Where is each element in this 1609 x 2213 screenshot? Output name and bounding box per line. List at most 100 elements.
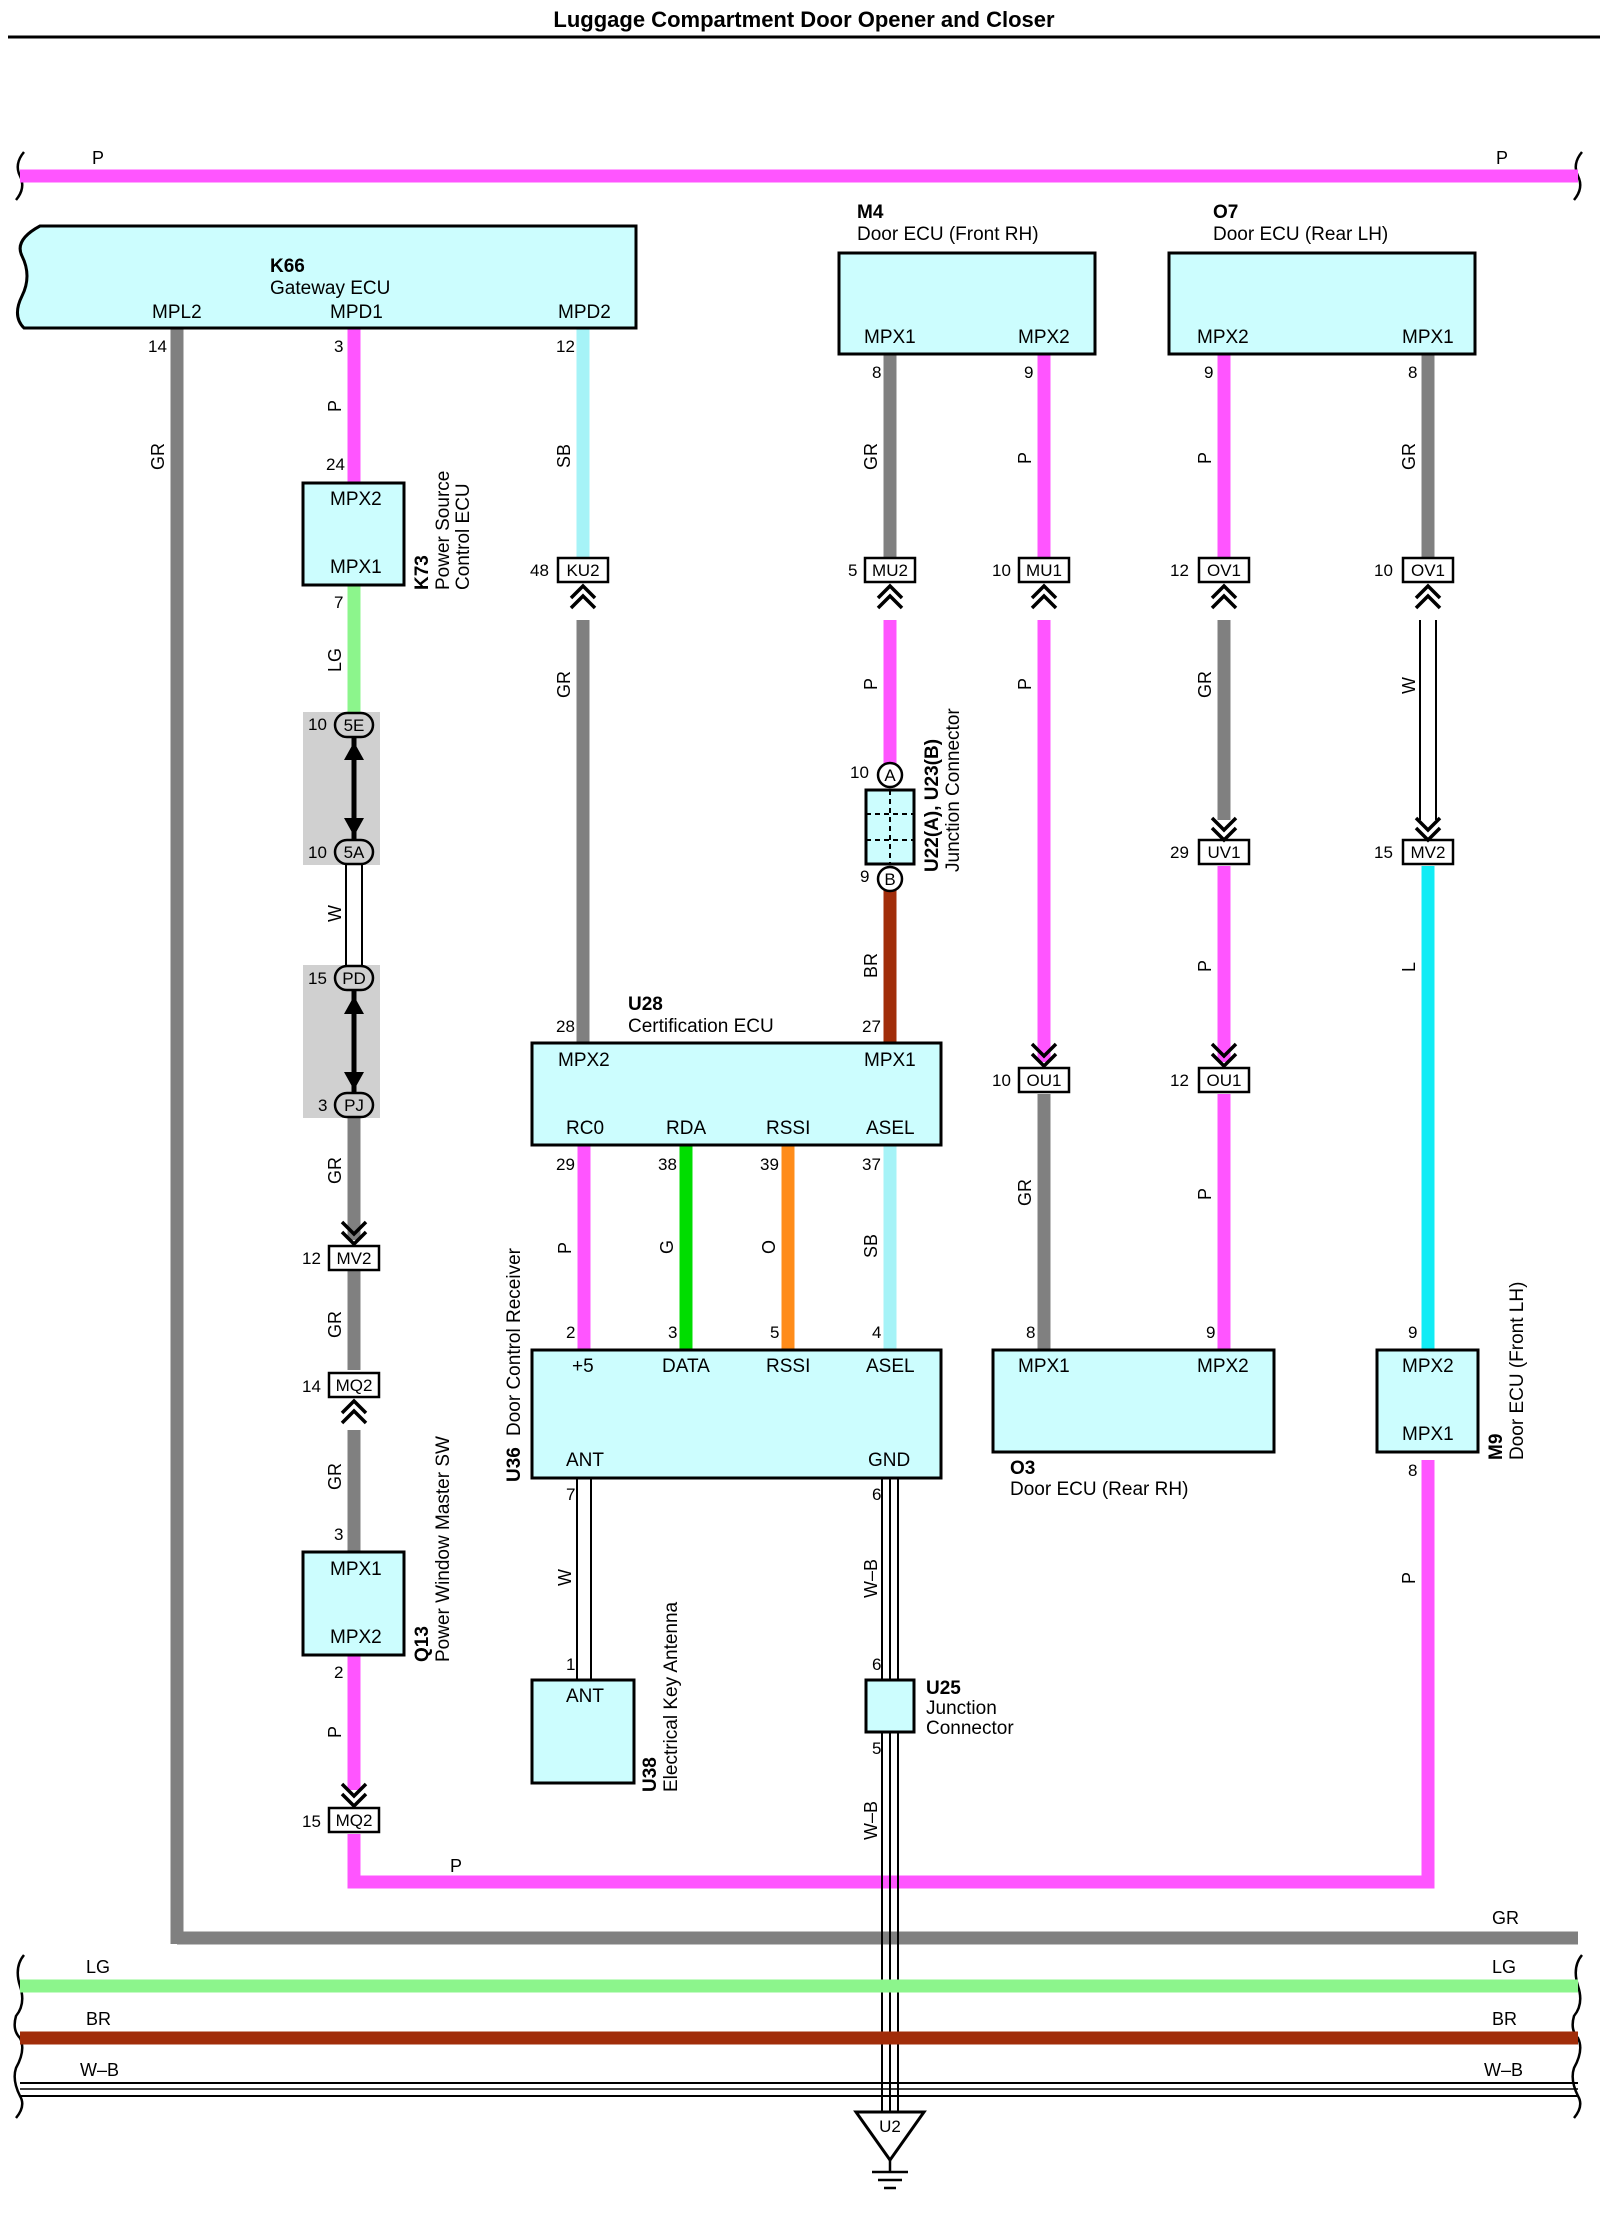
pin-ov1-b: 10 [1374, 561, 1393, 580]
u36-pin-gnd: GND [868, 1450, 910, 1471]
pin-u28-asel: 37 [862, 1155, 881, 1174]
bus-label-lg-right: LG [1492, 1957, 1516, 1977]
u28-code: U28 [628, 994, 663, 1015]
u36-pin-rssi: RSSI [766, 1356, 810, 1377]
u28-pin-rssi: RSSI [766, 1118, 810, 1139]
m9-door-ecu-front-lh: MPX2 MPX1 M9 Door ECU (Front LH) [1375, 1282, 1528, 1460]
u38-electrical-key-antenna: ANT U38 Electrical Key Antenna [530, 1601, 682, 1792]
connector-ku2: KU2 [566, 561, 599, 580]
pin-u36-rssi: 5 [770, 1323, 779, 1342]
pin-junction-a: 10 [850, 763, 869, 782]
u28-certification-ecu: U28 Certification ECU MPX2 MPX1 RC0 RDA … [530, 994, 943, 1147]
pin-u28-rc0: 29 [556, 1155, 575, 1174]
pin-u38-ant: 1 [566, 1655, 575, 1674]
wl-ou1b-p: P [1195, 1188, 1215, 1200]
pin-k66-mpd1: 3 [334, 337, 343, 356]
pin-o3-mpx2: 9 [1206, 1323, 1215, 1342]
junction-a-label: A [884, 766, 896, 785]
u36-name: Door Control Receiver [504, 1247, 525, 1436]
connector-ou1-a: OU1 [1027, 1071, 1062, 1090]
q13-pin-mpx1: MPX1 [330, 1559, 382, 1580]
top-p-bus: P P [15, 148, 1583, 201]
u28-pin-rda: RDA [666, 1118, 706, 1139]
m9-pin-mpx2: MPX2 [1402, 1356, 1454, 1377]
connector-mv2-b: MV2 [337, 1249, 372, 1268]
connector-mu1: MU1 [1026, 561, 1062, 580]
bus-label-gr: GR [1492, 1908, 1519, 1928]
pin-k73-mpx1: 7 [334, 593, 343, 612]
m4-pin-mpx2: MPX2 [1018, 327, 1070, 348]
u38-name: Electrical Key Antenna [661, 1601, 682, 1792]
ground-label: U2 [879, 2117, 901, 2136]
pin-u28-rda: 38 [658, 1155, 677, 1174]
wl-ant-w: W [555, 1569, 575, 1586]
wire-color-labels: GR P SB GR P P GR LG GR P P GR W W BR P … [148, 400, 1419, 1876]
k73-name-line2: Control ECU [453, 483, 474, 590]
u36-pin-data: DATA [662, 1356, 710, 1377]
u36-pin-plus5: +5 [572, 1356, 594, 1377]
k73-name-line1: Power Source [433, 471, 454, 590]
bus-label-lg-left: LG [86, 1957, 110, 1977]
o3-name: Door ECU (Rear RH) [1010, 1479, 1188, 1500]
pin-o7-mpx2: 9 [1204, 363, 1213, 382]
m4-name: Door ECU (Front RH) [857, 224, 1039, 245]
wl-rssi-o: O [759, 1240, 779, 1254]
pin-pd: 15 [308, 969, 327, 988]
pin-k66-mpd2: 12 [556, 337, 575, 356]
u28-name: Certification ECU [628, 1016, 774, 1037]
connector-mq2-b: MQ2 [336, 1811, 373, 1830]
pin-mq2-b: 15 [302, 1812, 321, 1831]
wl-bottom-p: P [450, 1856, 462, 1876]
wl-rda-g: G [657, 1240, 677, 1254]
wl-splice-w: W [325, 905, 345, 922]
pin-5e: 10 [308, 715, 327, 734]
m4-pin-mpx1: MPX1 [864, 327, 916, 348]
pin-u28-mpx2: 28 [556, 1017, 575, 1036]
u28-pin-asel: ASEL [866, 1118, 915, 1139]
u36-pin-ant: ANT [566, 1450, 604, 1471]
pin-u25-out: 5 [872, 1739, 881, 1758]
pin-u28-rssi: 39 [760, 1155, 779, 1174]
u22-u23-junction-connector: A B U22(A), U23(B) Junction Connector [864, 708, 964, 893]
k66-code: K66 [270, 256, 305, 277]
connector-ov1-b: OV1 [1411, 561, 1445, 580]
pin-ov1-a: 12 [1170, 561, 1189, 580]
bus-label-br-right: BR [1492, 2009, 1517, 2029]
bus-label-wb-left: W–B [80, 2060, 119, 2080]
connector-uv1: UV1 [1207, 843, 1240, 862]
o3-code: O3 [1010, 1458, 1035, 1479]
wl-gnd-wb2: W–B [861, 1801, 881, 1840]
pin-mv2-b: 12 [302, 1249, 321, 1268]
pin-m9-mpx1: 8 [1408, 1461, 1417, 1480]
m4-code: M4 [857, 202, 884, 223]
pin-mq2-a: 14 [302, 1377, 321, 1396]
wl-gnd-wb1: W–B [861, 1559, 881, 1598]
pin-u28-mpx1: 27 [862, 1017, 881, 1036]
u38-pin-ant: ANT [566, 1686, 604, 1707]
wl-ov1a-gr: GR [1195, 671, 1215, 698]
wl-o7-mpx2: P [1195, 452, 1215, 464]
inline-connectors: KU2 MU2 MU1 OV1 OV1 UV1 MV2 OU1 OU1 MV2 … [327, 556, 1455, 1834]
wl-ov1b-w: W [1399, 677, 1419, 694]
u36-door-control-receiver: +5 DATA RSSI ASEL ANT GND U36 Door Contr… [504, 1247, 943, 1482]
pin-u36-asel: 4 [872, 1323, 881, 1342]
pin-numbers: 14 3 12 8 9 9 8 24 7 48 5 10 12 10 10 10… [148, 337, 1417, 1831]
diagram-title: Luggage Compartment Door Opener and Clos… [553, 7, 1055, 32]
wl-m4-mpx1: GR [861, 443, 881, 470]
o7-door-ecu-rear-lh: O7 Door ECU (Rear LH) MPX2 MPX1 [1167, 202, 1477, 356]
wl-m9-p: P [1399, 1572, 1419, 1584]
wl-spj-gr: GR [325, 1157, 345, 1184]
k66-pin-mpd1: MPD1 [330, 302, 383, 323]
m9-name: Door ECU (Front LH) [1507, 1282, 1528, 1460]
wl-k73-lg: LG [325, 648, 345, 672]
k73-power-source-control-ecu: MPX2 MPX1 K73 Power Source Control ECU [301, 471, 474, 590]
splice-pj-label: PJ [344, 1096, 364, 1115]
o7-name: Door ECU (Rear LH) [1213, 224, 1388, 245]
o7-pin-mpx1: MPX1 [1402, 327, 1454, 348]
pin-k66-mpl2: 14 [148, 337, 167, 356]
splice-pd-pj: PD PJ [303, 964, 380, 1119]
u38-code: U38 [640, 1757, 661, 1792]
o7-pin-mpx2: MPX2 [1197, 327, 1249, 348]
wl-rc0-p: P [555, 1242, 575, 1254]
